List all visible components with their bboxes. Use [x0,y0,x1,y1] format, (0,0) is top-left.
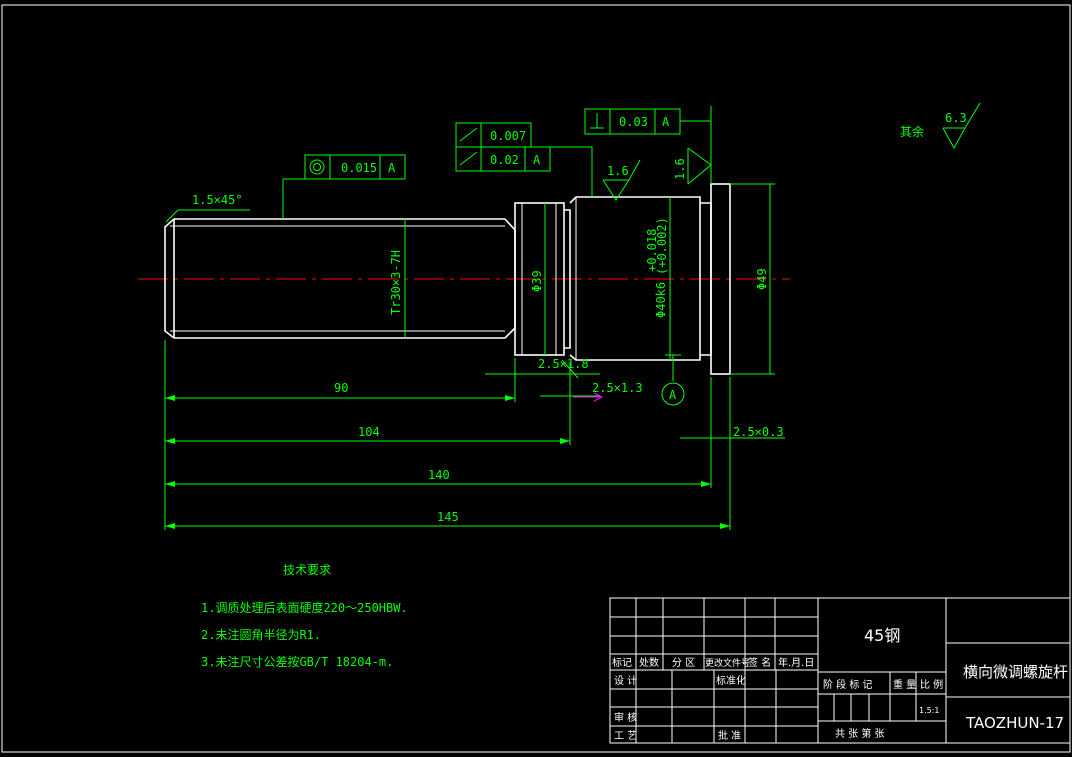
sheets-label: 共 张 第 张 [835,727,885,740]
thread-label: Tr30×3-7H [389,250,403,315]
row-approve: 批 准 [718,729,741,742]
perpendicularity-datum: A [662,115,670,129]
runout-frame [455,122,593,197]
concentricity-frame [282,154,406,219]
dim-140: 140 [428,468,450,482]
groove1-label: 2.5×1.8 [538,357,589,371]
concentricity-value: 0.015 [341,161,377,175]
chamfer-label: 1.5×45° [192,193,243,207]
roughness-rest-value: 6.3 [945,111,967,125]
dia40-tol: +0.018 [645,229,659,272]
hdr-count: 处数 [639,656,659,669]
note-1: 1.调质处理后表面硬度220～250HBW. [201,600,408,615]
weight-label: 重 量 [893,678,916,691]
hdr-change: 更改文件号 [705,657,750,669]
groove3-label: 2.5×0.3 [733,425,784,439]
row-design: 设 计 [614,674,637,687]
shaft-outline [164,183,731,375]
title-block: 标记 处数 分 区 更改文件号 签 名 年.月.日 设 计 标准化 审 核 工 … [609,597,1071,744]
section-arrow [573,392,604,402]
dim-145: 145 [437,510,459,524]
groove2-label: 2.5×1.3 [592,381,643,395]
row-check: 审 核 [614,711,637,724]
datum-a-label: A [669,388,677,402]
scale-value: 1.5:1 [919,706,940,715]
hdr-sign: 签 名 [748,656,771,669]
stage-label: 阶 段 标 记 [823,678,873,691]
roughness-symbols [602,102,981,201]
dia40-label: Φ40k6 [654,282,668,318]
datum-a-marker [661,354,685,406]
concentricity-datum: A [388,161,396,175]
hdr-date: 年.月.日 [778,656,814,669]
row-standard: 标准化 [716,674,746,687]
perpendicularity-frame [584,106,712,184]
note-2: 2.未注圆角半径为R1. [201,627,321,642]
runout-bottom-value: 0.02 [490,153,519,167]
dia40-tol2: (+0.002) [655,217,669,275]
runout-top-value: 0.007 [490,129,526,143]
dim-90: 90 [334,381,348,395]
roughness-face: 1.6 [607,164,629,178]
dia39-label: Φ39 [530,270,544,292]
green-texts: 0.015 A 0.007 0.02 A 0.03 A 1.6 1.6 其余 6… [192,111,967,669]
hdr-mark: 标记 [612,657,632,669]
dim-104: 104 [358,425,380,439]
hdr-zone: 分 区 [672,657,695,669]
notes-title: 技术要求 [283,563,331,577]
row-process: 工 艺 [614,730,637,742]
part-name: 横向微调螺旋杆 [963,663,1068,681]
note-3: 3.未注尺寸公差按GB/T 18204-m. [201,654,393,669]
runout-datum: A [533,153,541,167]
roughness-side: 1.6 [673,158,687,180]
drawing-number: TAOZHUN-17 [965,714,1064,732]
roughness-rest-label: 其余 [900,124,924,139]
drawing-frame [1,4,1071,753]
dimension-lines [164,183,785,530]
scale-label: 比 例 [920,678,943,691]
material: 45钢 [864,626,900,645]
dia49-label: Φ49 [755,268,769,290]
perpendicularity-value: 0.03 [619,115,648,129]
